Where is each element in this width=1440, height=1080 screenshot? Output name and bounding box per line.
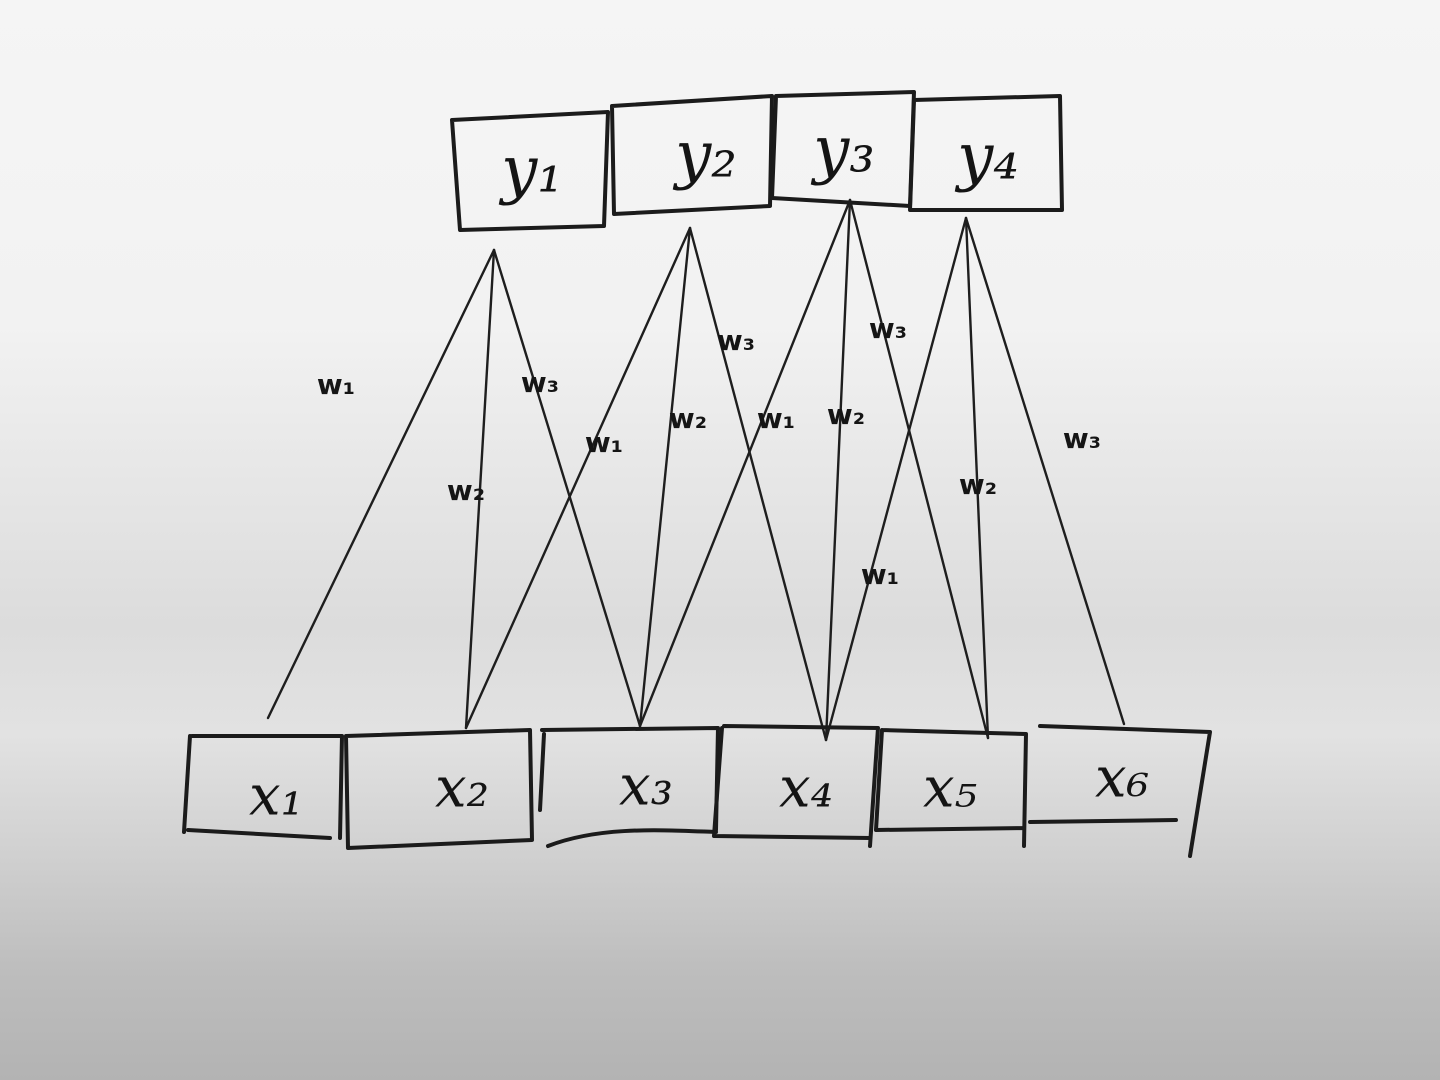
weight-label-y1-x3: w₃: [521, 366, 559, 399]
input-node-label-4: x₄: [779, 756, 833, 821]
weight-label-y4-x5: w₂: [959, 468, 997, 501]
input-node-label-1: x₁: [249, 764, 303, 829]
weight-label-y3-x5: w₃: [869, 312, 907, 345]
input-node-box-6: [1028, 724, 1212, 858]
input-node-label-3: x₃: [619, 754, 673, 819]
weight-label-y2-x4: w₃: [717, 324, 755, 357]
edge-y3-x4: [824, 198, 852, 742]
weight-label-y4-x6: w₃: [1063, 422, 1101, 455]
connection-lines: [266, 198, 1126, 742]
input-node-label-2: x₂: [435, 756, 489, 821]
weight-label-y2-x2: w₁: [585, 426, 623, 459]
output-node-box-4: [908, 94, 1064, 212]
output-node-box-1: [450, 110, 610, 232]
output-node-label-1: y₁: [498, 134, 563, 208]
edge-y4-x5: [964, 216, 990, 740]
output-layer: y₁ y₂ y₃ y₄: [450, 90, 1064, 232]
input-node-box-5: [874, 728, 1028, 848]
edge-y2-x4: [688, 226, 828, 742]
output-node-box-2: [610, 94, 774, 216]
edge-y1-x3: [492, 248, 642, 728]
weight-label-y2-x3: w₂: [669, 402, 707, 435]
output-node-label-4: y₄: [954, 121, 1019, 195]
input-node-box-2: [344, 728, 534, 850]
input-node-box-4: [712, 724, 880, 848]
input-node-label-5: x₅: [923, 756, 977, 821]
weight-label-y1-x1: w₁: [317, 368, 355, 401]
weight-label-y4-x4: w₁: [861, 558, 899, 591]
edge-y2-x2: [464, 226, 692, 730]
weight-label-y1-x2: w₂: [447, 474, 485, 507]
weight-label-y3-x4: w₂: [827, 398, 865, 431]
edge-y3-x3: [638, 198, 852, 728]
input-node-label-6: x₆: [1095, 746, 1149, 811]
edge-y1-x2: [464, 248, 496, 730]
weight-label-y3-x3: w₁: [757, 402, 795, 435]
output-node-label-3: y₃: [810, 114, 875, 188]
weight-labels: w₁ w₂ w₃ w₁ w₂ w₃ w₁ w₂ w₃ w₁ w₂ w₃: [317, 312, 1101, 591]
edge-y4-x6: [964, 216, 1126, 726]
output-node-label-2: y₂: [672, 119, 737, 193]
edge-y4-x4: [824, 216, 968, 742]
input-layer: x₁ x₂ x₃ x₄ x₅ x₆: [182, 724, 1212, 858]
input-node-box-1: [182, 734, 344, 840]
edge-y1-x1: [266, 248, 496, 720]
edge-y2-x3: [638, 226, 692, 728]
edge-y3-x5: [848, 198, 990, 740]
